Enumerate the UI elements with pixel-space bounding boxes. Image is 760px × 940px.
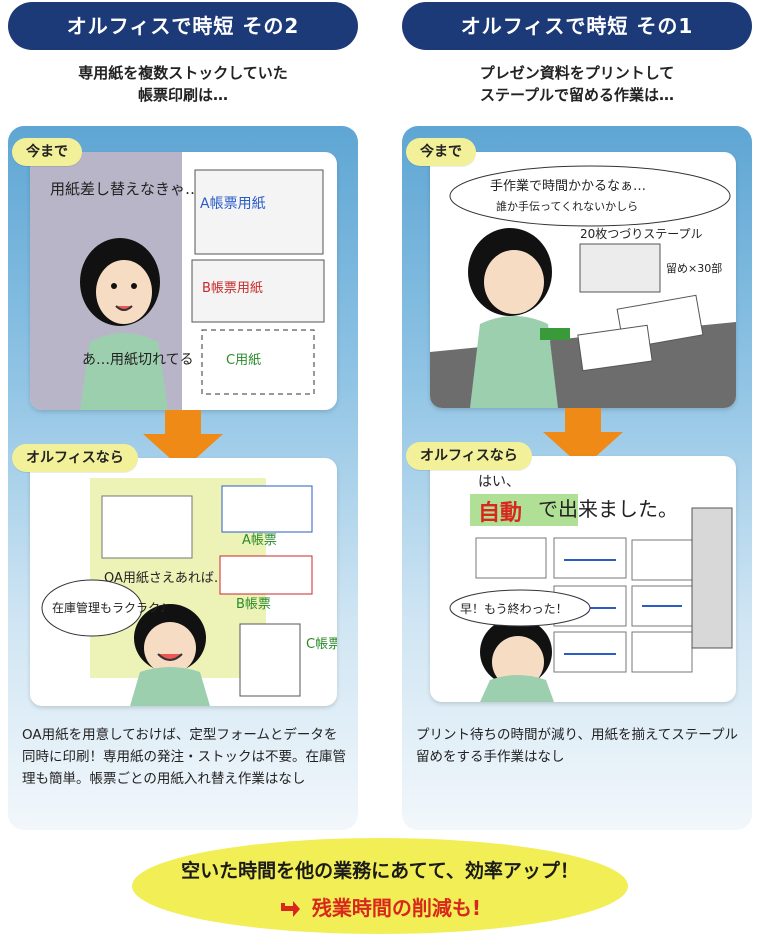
left-before-label: 今まで [12, 138, 82, 166]
left-after-illustration: OA用紙さえあれば… A帳票 B帳票 C帳票 在庫管理もラクラク♪ [30, 458, 337, 706]
footer-line2-text: 残業時間の削減も! [311, 896, 482, 920]
left-after-speech: 在庫管理もラクラク♪ [52, 600, 168, 615]
right-after-headline-prefix: はい、 [478, 474, 520, 490]
left-form-b: B帳票用紙 [202, 281, 263, 296]
left-after-label: オルフィスなら [12, 444, 138, 472]
footer-arrow-icon [280, 900, 300, 917]
right-down-arrow-icon [543, 408, 623, 468]
right-after-headline-suffix: で出来ました。 [538, 497, 678, 521]
left-after-form-a: A帳票 [242, 533, 277, 548]
left-form-c: C用紙 [226, 353, 261, 368]
left-title: オルフィスで時短 その2 [8, 2, 358, 50]
left-subtitle: 専用紙を複数ストックしていた 帳票印刷は… [8, 62, 358, 106]
right-title: オルフィスで時短 その1 [402, 2, 752, 50]
left-down-arrow-icon [143, 410, 223, 470]
right-before-speech-line1: 手作業で時間かかるなぁ… [490, 178, 646, 194]
right-after-headline-highlight: 自動 [478, 500, 522, 526]
right-subtitle: プレゼン資料をプリントして ステープルで留める作業は… [402, 62, 752, 106]
right-before-label: 今まで [406, 138, 476, 166]
right-before-svg: 手作業で時間かかるなぁ… 誰か手伝ってくれないかしら 20枚つづりステープル 留… [430, 165, 736, 408]
right-before-speech-line2: 誰か手伝ってくれないかしら [496, 199, 638, 213]
left-before-svg: 用紙差し替えなきゃ… あ…用紙切れてる A帳票用紙 B帳票用紙 C用紙 [30, 152, 325, 410]
left-before-exclaim: あ…用紙切れてる [82, 352, 194, 368]
right-description: プリント待ちの時間が減り、用紙を揃えてステープル留めをする手作業はなし [416, 727, 738, 765]
left-after-form-b: B帳票 [236, 597, 271, 612]
right-after-illustration: はい、 自動 で出来ました。 [430, 456, 736, 702]
right-before-note-count: 留め×30部 [666, 261, 722, 275]
left-form-a: A帳票用紙 [200, 196, 266, 212]
left-subtitle-line1: 専用紙を複数ストックしていた [78, 64, 288, 82]
footer-line1: 空いた時間を他の業務にあてて、効率アップ！ [181, 860, 579, 882]
left-subtitle-line2: 帳票印刷は… [137, 86, 228, 104]
left-before-thought: 用紙差し替えなきゃ… [50, 180, 200, 198]
right-before-note-staple: 20枚つづりステープル [580, 226, 703, 241]
right-subtitle-line1: プレゼン資料をプリントして [479, 64, 675, 82]
right-after-label: オルフィスなら [406, 442, 532, 470]
right-subtitle-line2: ステープルで留める作業は… [479, 86, 675, 104]
left-after-svg: OA用紙さえあれば… A帳票 B帳票 C帳票 在庫管理もラクラク♪ [41, 478, 337, 706]
footer-ellipse [132, 838, 628, 934]
right-before-illustration: 手作業で時間かかるなぁ… 誰か手伝ってくれないかしら 20枚つづりステープル 留… [430, 152, 736, 408]
left-description: OA用紙を用意しておけば、定型フォームとデータを同時に印刷！専用紙の発注・ストッ… [22, 727, 346, 787]
left-after-oa-text: OA用紙さえあれば… [104, 571, 227, 586]
right-after-exclaim: 早！もう終わった！ [460, 601, 568, 616]
footer-line2: 残業時間の削減も! [0, 892, 760, 921]
right-after-svg: はい、 自動 で出来ました。 [449, 474, 733, 702]
left-after-form-c: C帳票 [306, 637, 337, 652]
left-before-illustration: 用紙差し替えなきゃ… あ…用紙切れてる A帳票用紙 B帳票用紙 C用紙 [30, 152, 337, 410]
